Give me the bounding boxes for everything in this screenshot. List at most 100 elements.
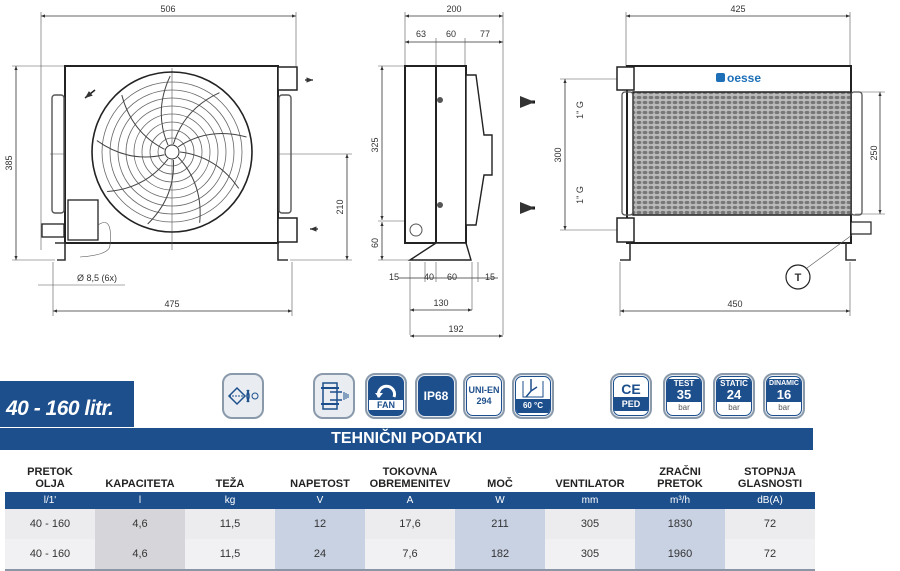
fan-blade: [107, 158, 169, 193]
dim-side-f1: 15: [389, 272, 399, 282]
column-header-line: PRETOK: [27, 466, 73, 478]
column-header: KAPACITETA: [95, 456, 185, 492]
table-cell: 7,6: [365, 539, 455, 571]
column-header: VENTILATOR: [545, 456, 635, 492]
product-range-label: 40 - 160 litr.: [0, 381, 134, 427]
unit-cell: V: [275, 492, 365, 509]
dim-rear-core-height: 250: [869, 145, 879, 160]
dim-side-c: 77: [480, 29, 490, 39]
fan-blade: [121, 94, 165, 150]
column-header: MOČ: [455, 456, 545, 492]
column-header: NAPETOST: [275, 456, 365, 492]
grille-ring: [101, 81, 243, 223]
rear-view: 425 300 1" G 1" G 250 450 T oesse: [553, 4, 885, 316]
table-cell: 72: [725, 539, 815, 571]
column-header-line: GLASNOSTI: [737, 478, 803, 490]
column-header-line: TOKOVNA: [382, 466, 438, 478]
grille-ring: [109, 89, 235, 215]
column-header-line: ZRAČNI: [659, 466, 701, 478]
dim-side-foot-height: 60: [370, 238, 380, 248]
table-cell: 11,5: [185, 509, 275, 539]
column-header: TEŽA: [185, 456, 275, 492]
table-cell: 1830: [635, 509, 725, 539]
table-cell: 40 - 160: [5, 539, 95, 571]
unit-cell: l: [95, 492, 185, 509]
grille-ring: [125, 105, 219, 199]
dim-side-b: 60: [446, 29, 456, 39]
unit-cell: m³/h: [635, 492, 725, 509]
fan-blade: [147, 159, 174, 225]
port-thread-top: 1" G: [575, 101, 585, 119]
port-thread-bottom: 1" G: [575, 186, 585, 204]
dim-front-port-spacing: 210: [335, 199, 345, 214]
dim-side-f2: 40: [424, 272, 434, 282]
unit-cell: mm: [545, 492, 635, 509]
oesse-logo: oesse: [716, 71, 761, 85]
column-header-line: VENTILATOR: [555, 478, 625, 490]
table-cell: 24: [275, 539, 365, 571]
ip68-icon: IP68: [415, 373, 457, 419]
dim-side-f3: 60: [447, 272, 457, 282]
unit-cell: A: [365, 492, 455, 509]
dim-front-height: 385: [4, 155, 14, 170]
fan-blade: [177, 133, 247, 148]
column-header-line: OLJA: [35, 478, 65, 490]
dim-side-total: 200: [446, 4, 461, 14]
fan-icon: FAN: [365, 373, 407, 419]
fan-blade: [177, 156, 201, 223]
dim-side-overall: 192: [448, 324, 463, 334]
dim-rear-foot-spacing: 450: [727, 299, 742, 309]
table-cell: 72: [725, 509, 815, 539]
grille-ring: [133, 113, 211, 191]
table-cell: 40 - 160: [5, 509, 95, 539]
table-cell: 305: [545, 539, 635, 571]
column-header-line: MOČ: [487, 478, 513, 490]
table-cell: 1960: [635, 539, 725, 571]
table-cell: 11,5: [185, 539, 275, 571]
dim-side-f4: 15: [485, 272, 495, 282]
hole-note: Ø 8,5 (6x): [77, 273, 117, 283]
svg-text:oesse: oesse: [727, 71, 761, 85]
grille-ring: [157, 137, 187, 167]
table-cell: 211: [455, 509, 545, 539]
fan-grille: [96, 75, 247, 225]
column-header-line: KAPACITETA: [105, 478, 175, 490]
technical-drawing: 506 385 210 475 Ø 8,5 (6x) 200: [4, 4, 885, 338]
column-header-line: STOPNJA: [744, 466, 796, 478]
side-view: 200 63 60 77 325 60 15 40 60 15 130 192: [370, 4, 535, 338]
front-view: 506 385 210 475 Ø 8,5 (6x): [4, 4, 352, 316]
fan-blade: [96, 140, 165, 158]
dim-front-foot-spacing: 475: [164, 299, 179, 309]
unit-cell: W: [455, 492, 545, 509]
fan-blade: [160, 75, 171, 146]
section-title: TEHNIČNI PODATKI: [0, 428, 813, 450]
dim-rear-width: 425: [730, 4, 745, 14]
dim-side-a: 63: [416, 29, 426, 39]
table-cell: 12: [275, 509, 365, 539]
table-cell: 182: [455, 539, 545, 571]
unit-cell: kg: [185, 492, 275, 509]
dim-side-base: 130: [433, 298, 448, 308]
fan-blade: [172, 92, 220, 145]
table-cell: 17,6: [365, 509, 455, 539]
filter-fan-icon: [222, 373, 264, 419]
table-cell: 305: [545, 509, 635, 539]
table-cell: 4,6: [95, 509, 185, 539]
column-header-line: OBREMENITEV: [369, 478, 451, 490]
heat-exchanger-icon: [313, 373, 355, 419]
unit-cell: dB(A): [725, 492, 815, 509]
thermostat-label: T: [795, 272, 802, 284]
